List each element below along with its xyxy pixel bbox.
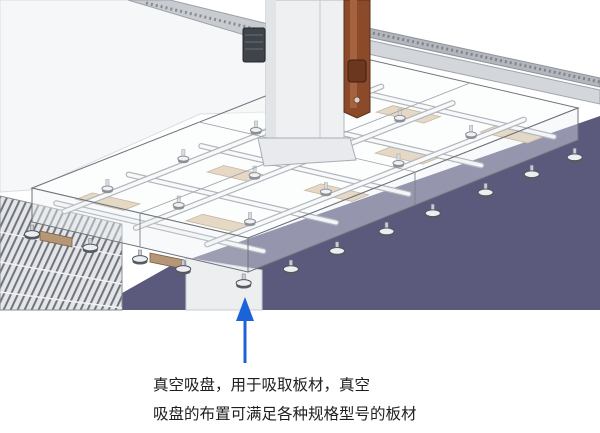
cup-lip bbox=[465, 131, 478, 138]
cup-lip bbox=[282, 265, 299, 273]
cup-lip bbox=[101, 185, 114, 192]
rail-face bbox=[344, 87, 556, 139]
arrow-head bbox=[236, 297, 254, 321]
caption-line-1: 真空吸盘，用于吸取板材，真空 bbox=[153, 376, 371, 394]
suction-cup bbox=[523, 164, 540, 180]
suction-cup bbox=[249, 120, 262, 135]
conveyor-slats bbox=[0, 195, 123, 311]
spindle-column bbox=[257, 0, 357, 167]
cup-lip bbox=[424, 209, 441, 218]
servo-motor bbox=[242, 27, 266, 63]
rack-teeth bbox=[145, 1, 269, 34]
suction-cup bbox=[248, 165, 261, 180]
cup-lip bbox=[393, 114, 406, 121]
wood-board bbox=[74, 192, 142, 211]
suction-cup bbox=[282, 259, 299, 275]
rail-face bbox=[199, 144, 411, 196]
column-shade bbox=[266, 0, 276, 158]
suction-cup bbox=[24, 224, 40, 240]
wood-block bbox=[39, 230, 73, 248]
rail-face bbox=[205, 117, 526, 247]
cup-lip bbox=[243, 218, 256, 225]
suction-cup bbox=[392, 153, 405, 168]
caption-line-2: 吸盘的布置可满足各种规格型号的板材 bbox=[153, 405, 417, 423]
suction-cup bbox=[175, 259, 192, 275]
mounting-bracket bbox=[343, 0, 371, 119]
suction-cup bbox=[566, 148, 583, 163]
enclosure-side-panel bbox=[247, 107, 579, 273]
table-interior bbox=[53, 83, 557, 255]
cup-lip bbox=[235, 279, 252, 287]
rail-face bbox=[126, 172, 338, 225]
exterior-suction-cups bbox=[24, 148, 583, 289]
cup-lip bbox=[523, 170, 540, 179]
support-rail bbox=[343, 85, 557, 140]
cup-lip bbox=[329, 247, 346, 255]
suction-cup bbox=[393, 108, 406, 123]
suction-cup bbox=[101, 179, 114, 194]
rail-face bbox=[134, 101, 455, 230]
cup-lip bbox=[249, 127, 262, 133]
support-rail bbox=[204, 116, 527, 248]
support-rail bbox=[132, 100, 456, 231]
cup-lip bbox=[82, 243, 99, 252]
suction-cup bbox=[82, 238, 99, 254]
cup-lip bbox=[175, 265, 192, 273]
suction-cup bbox=[235, 273, 252, 289]
support-rail bbox=[198, 143, 412, 197]
cup-lip bbox=[132, 255, 148, 263]
cup-lip bbox=[477, 188, 494, 197]
caption: 真空吸盘，用于吸取板材，真空 吸盘的布置可满足各种规格型号的板材 bbox=[153, 371, 417, 429]
cup-lip bbox=[378, 227, 395, 236]
column-body bbox=[265, 0, 345, 159]
cup-lip bbox=[392, 160, 405, 166]
support-rail bbox=[125, 171, 340, 226]
bracket-slot bbox=[347, 59, 367, 83]
callout-arrow bbox=[236, 297, 254, 363]
suction-cup bbox=[424, 203, 441, 219]
arrow-shaft bbox=[243, 319, 247, 363]
cup-lip bbox=[319, 188, 332, 195]
suction-cup bbox=[132, 249, 148, 265]
suction-cup bbox=[329, 241, 346, 257]
suction-cup bbox=[477, 183, 494, 198]
cup-lip bbox=[248, 172, 261, 179]
bracket-highlight bbox=[350, 0, 357, 108]
suction-cup bbox=[319, 182, 332, 197]
conveyor-crossbar bbox=[0, 261, 123, 285]
suction-cup bbox=[465, 125, 478, 140]
support-rail bbox=[53, 200, 267, 255]
cup-lip bbox=[566, 153, 583, 162]
cup-lip bbox=[172, 202, 185, 208]
motor-body bbox=[242, 27, 266, 63]
cup-lip bbox=[24, 230, 40, 238]
column-base-plate bbox=[257, 137, 357, 167]
cup-lip bbox=[177, 155, 190, 162]
rail-face bbox=[54, 201, 266, 253]
suction-cup bbox=[177, 149, 190, 164]
roller-conveyor bbox=[0, 195, 123, 311]
suction-cup bbox=[172, 195, 185, 210]
suction-cup bbox=[378, 222, 395, 237]
suction-cup bbox=[243, 212, 256, 227]
bracket-screw bbox=[353, 96, 361, 104]
conveyor-crossbar bbox=[0, 291, 123, 309]
